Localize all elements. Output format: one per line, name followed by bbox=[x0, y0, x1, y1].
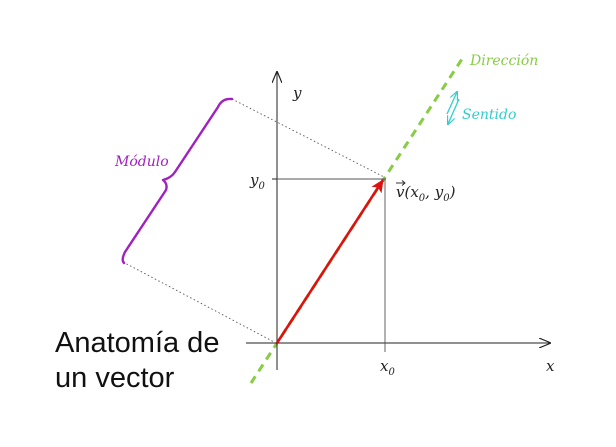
module-brace bbox=[121, 97, 234, 265]
modulo-label: Módulo bbox=[114, 154, 169, 170]
sentido-label: Sentido bbox=[462, 107, 516, 123]
svg-text:v(x0, y0): v(x0, y0) bbox=[396, 183, 456, 204]
direction-line bbox=[249, 58, 464, 384]
module-guide-top bbox=[231, 98, 385, 178]
y-axis-label: y bbox=[292, 84, 302, 102]
y0-label: y0 bbox=[249, 171, 265, 192]
x-axis-label: x bbox=[546, 357, 555, 375]
module-guide-bottom bbox=[122, 261, 277, 344]
vector-label: v(x0, y0) bbox=[396, 180, 456, 204]
vector-arrow bbox=[275, 179, 385, 344]
direccion-label: Dirección bbox=[469, 53, 538, 69]
x0-label: x0 bbox=[380, 357, 395, 378]
sentido-arrow-down bbox=[448, 98, 460, 124]
sentido-arrow-up bbox=[446, 92, 457, 115]
diagram-title: Anatomía de un vector bbox=[55, 327, 220, 394]
